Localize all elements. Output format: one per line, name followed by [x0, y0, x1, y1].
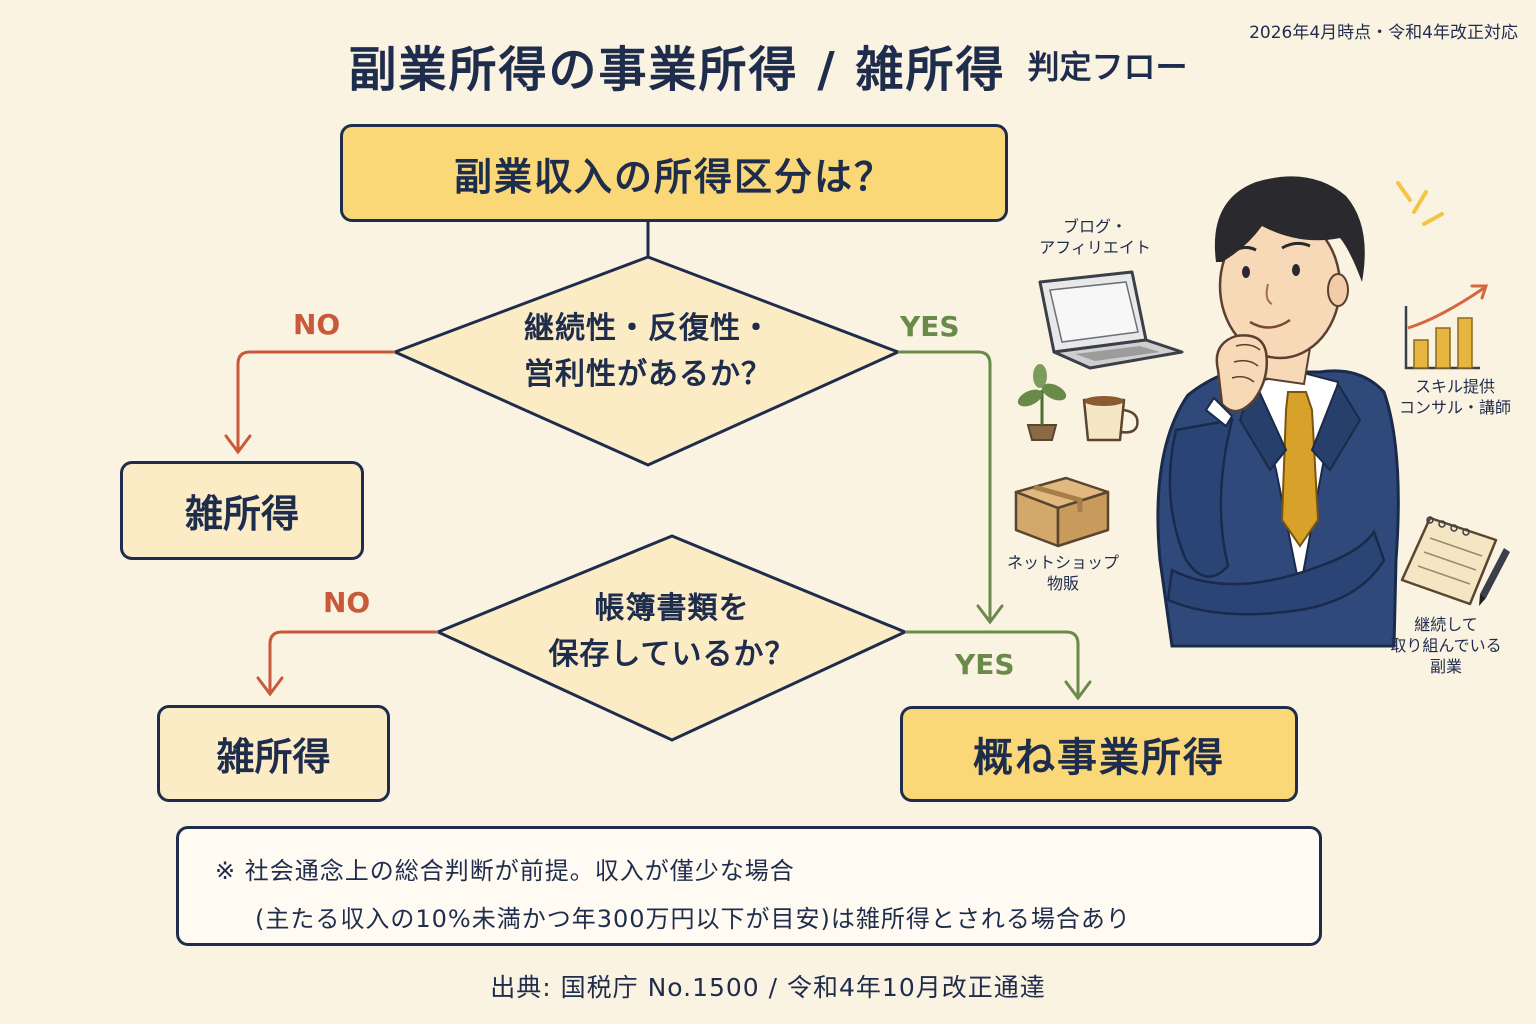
label-continuous-side-job: 継続して 取り組んでいる 副業: [1390, 615, 1502, 676]
label-skill-consult: スキル提供 コンサル・講師: [1398, 377, 1511, 417]
arrowhead-no-1: [224, 434, 252, 455]
connector-yes-2: [905, 630, 1080, 695]
decision-diamond-2: [434, 534, 909, 742]
result-misc-income-2: 雑所得: [157, 705, 390, 802]
diamond2-line2: 保存しているか？: [548, 637, 796, 672]
title-sub: 判定フロー: [1027, 48, 1188, 86]
coffee-cup-icon: [1082, 396, 1139, 442]
arrowhead-yes-1: [976, 604, 1004, 625]
title-main: 副業所得の事業所得 / 雑所得: [348, 42, 1006, 98]
source-citation: 出典: 国税庁 No.1500 / 令和4年10月改正通達: [490, 973, 1046, 1002]
question-box: 副業収入の所得区分は？: [340, 124, 1008, 222]
note-box: ※ 社会通念上の総合判断が前提。収入が僅少な場合 (主たる収入の10%未満かつ年…: [176, 826, 1322, 946]
connector-no-1: [236, 350, 395, 450]
page-title: 副業所得の事業所得 / 雑所得判定フロー: [0, 30, 1536, 100]
diamond2-text: 帳簿書類を 保存しているか？: [472, 586, 872, 678]
sparkle-icon: [1396, 181, 1444, 226]
diamond1-line1: 継続性・反復性・: [524, 311, 772, 346]
growth-chart-icon: [1404, 284, 1489, 370]
connector-yes-1: [898, 350, 992, 620]
diamond2-line1: 帳簿書類を: [594, 591, 750, 626]
note-line1: ※ 社会通念上の総合判断が前提。収入が僅少な場合: [215, 857, 795, 885]
label-netshop: ネットショップ 物販: [1006, 553, 1119, 593]
result-business-income: 概ね事業所得: [900, 706, 1298, 802]
no-label-1: NO: [293, 308, 341, 341]
no-label-2: NO: [323, 586, 371, 619]
laptop-icon: [1038, 270, 1184, 370]
businessman-illustration: [1156, 176, 1400, 648]
cardboard-box-icon: [1014, 476, 1110, 548]
result-misc-income-1: 雑所得: [120, 461, 364, 560]
plant-icon: [1017, 364, 1067, 441]
note-line2: (主たる収入の10%未満かつ年300万円以下が目安)は雑所得とされる場合あり: [255, 905, 1131, 933]
yes-label-1: YES: [900, 310, 960, 343]
decision-diamond-1: [391, 255, 902, 467]
diamond1-text: 継続性・反復性・ 営利性があるか？: [448, 306, 848, 398]
arrowhead-no-2: [256, 676, 284, 697]
diamond1-line2: 営利性があるか？: [524, 357, 772, 392]
yes-label-2: YES: [955, 648, 1015, 681]
date-note: 2026年4月時点・令和4年改正対応: [1249, 23, 1518, 43]
arrowhead-yes-2: [1064, 680, 1092, 701]
connector-no-2: [268, 630, 438, 692]
notebook-pen-icon: [1400, 516, 1510, 606]
label-blog-affiliate: ブログ・ アフィリエイト: [1039, 217, 1151, 257]
